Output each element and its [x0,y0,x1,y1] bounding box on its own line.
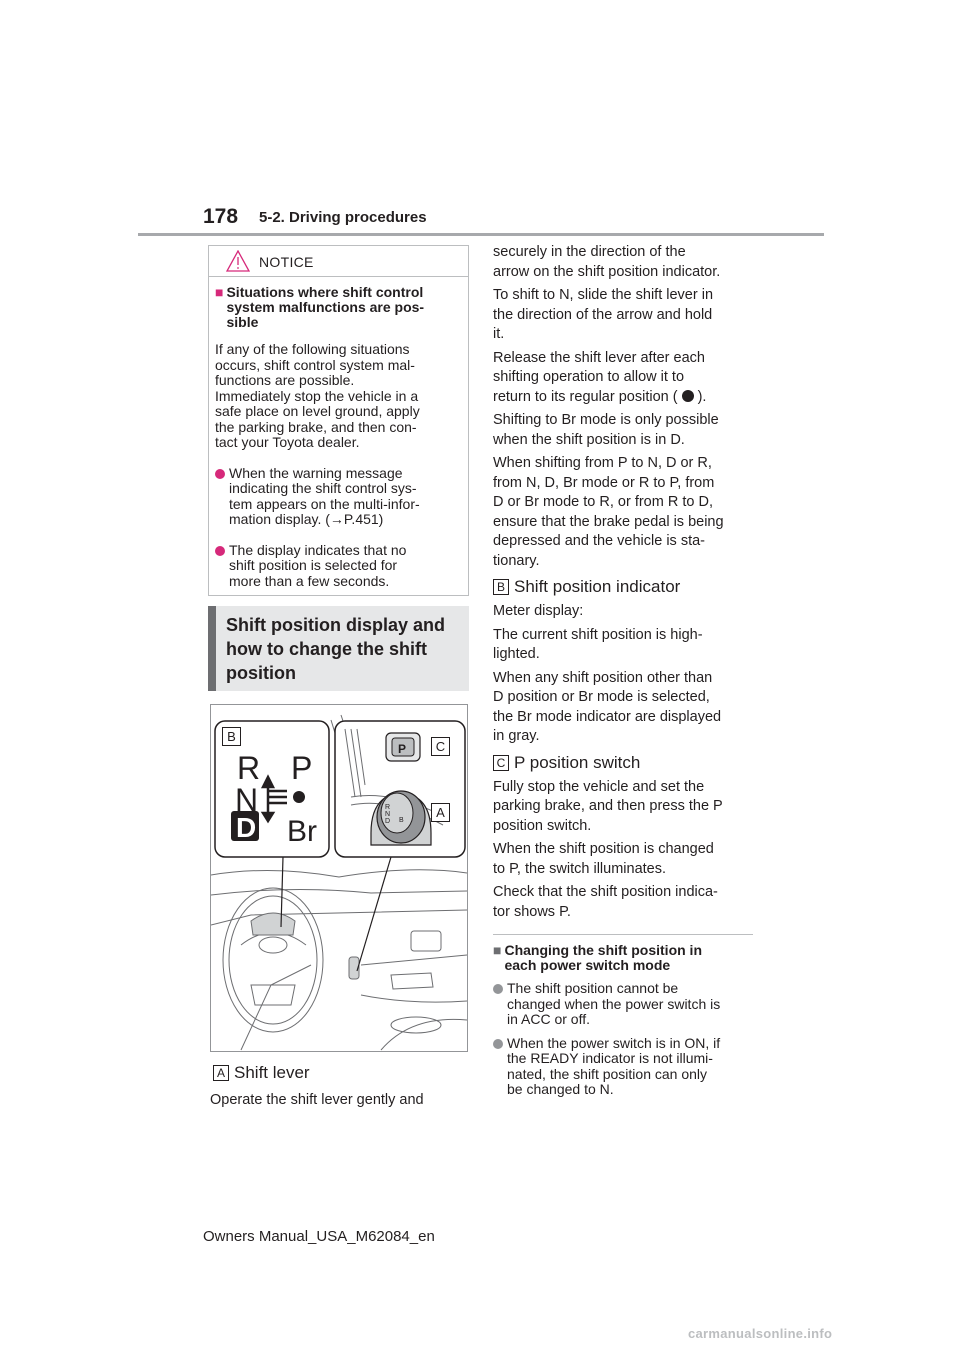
paragraph: Shifting to Br mode is only possible whe… [493,412,719,448]
callout-a: A [431,803,450,822]
paragraph: When any shift position other than D pos… [493,669,722,745]
notice-bullet-text: The display indicates that no shift posi… [229,541,407,589]
callout-b: B [222,727,241,746]
square-bullet-icon: ■ [215,284,224,300]
label-p-position-switch-text: P position switch [514,752,641,772]
paragraph: To shift to N, slide the shift lever in … [493,287,714,342]
dashboard-illustration: R P N D Br P R N D B [210,714,468,1051]
section-heading-box: Shift position display and how to change… [208,606,469,691]
notice-box: NOTICE ■ Situations where shift control … [208,245,469,596]
meter-letter-d: D [236,812,256,843]
square-bullet-icon: ■ [493,942,502,958]
page-number: 178 [203,205,239,228]
paragraph-return-position: Release the shift lever after each shift… [493,349,753,408]
paragraph: When the shift position is changed to P,… [493,841,714,877]
label-letter-a: A [213,1065,229,1081]
notice-paragraph: If any of the following situations occur… [215,341,420,450]
paragraph-text-end: ). [697,388,707,405]
meter-letter-br: Br [287,815,317,848]
bullet-dot-icon [493,984,503,994]
knob-letter-b: B [399,817,404,824]
bullet-dot-icon [215,545,225,556]
paragraph: Check that the shift position indica- to… [493,884,718,920]
bullet-dot-icon [493,1038,503,1049]
label-p-position-switch: C P position switch [493,753,753,773]
header-rule [138,233,824,236]
meter-letter-r: R [237,750,260,786]
shift-lever-paragraph: Operate the shift lever gently and [210,1092,424,1108]
section-heading: Shift position display and how to change… [226,615,446,683]
knob-letter-d: D [385,818,390,825]
paragraph: Fully stop the vehicle and set the parki… [493,778,723,834]
knob-letter-r: R [385,804,390,811]
subheading-text: Changing the shift position in each powe… [504,942,702,973]
notice-title: NOTICE [259,254,314,270]
divider [493,934,753,935]
paragraph: The current shift position is high- ligh… [493,626,703,663]
footer-manual-id: Owners Manual_USA_M62084_en [203,1228,435,1245]
notice-bullet: When the warning message indicating the … [215,464,462,528]
callout-c: C [431,737,450,756]
label-shift-lever: A Shift lever [213,1063,310,1083]
label-shift-lever-text: Shift lever [234,1063,310,1082]
shift-illustration: R P N D Br P R N D B B C A [210,704,468,1052]
notice-bullet: The display indicates that no shift posi… [215,541,462,590]
notice-bullet-text: When the warning message indicating the … [229,464,420,527]
paragraph: securely in the direction of the arrow o… [493,244,721,280]
label-letter-c: C [493,754,509,771]
subheading-power-switch-mode: ■ Changing the shift position in each po… [493,943,753,973]
meter-letter-n: N [235,782,258,818]
meter-letter-p: P [291,750,312,786]
paragraph: When shifting from P to N, D or R, from … [493,455,724,569]
info-bullet-text: When the power switch is in ON, if the R… [507,1034,721,1097]
knob-letter-n: N [385,811,390,818]
info-bullet: The shift position cannot be changed whe… [493,980,753,1028]
paragraph: Meter display: [493,603,584,619]
warning-triangle-icon [226,250,250,272]
info-bullet: When the power switch is in ON, if the R… [493,1034,753,1098]
bullet-dot-icon [215,468,225,479]
notice-header: NOTICE [209,246,468,277]
section-title: 5-2. Driving procedures [259,209,427,226]
paragraph-text: Release the shift lever after each shift… [493,349,705,405]
p-switch-letter: P [398,742,406,756]
home-position-dot-icon [681,389,694,402]
notice-subheading-text: Situations where shift control system ma… [226,284,425,330]
right-column: securely in the direction of the arrow o… [493,243,753,1098]
info-bullet-text: The shift position cannot be changed whe… [507,980,721,1027]
label-shift-position-indicator-text: Shift position indicator [514,577,681,596]
notice-subheading: ■ Situations where shift control system … [215,285,462,330]
watermark: carmanualsonline.info [688,1326,833,1341]
label-letter-b: B [493,579,509,595]
label-shift-position-indicator: B Shift position indicator [493,577,753,597]
